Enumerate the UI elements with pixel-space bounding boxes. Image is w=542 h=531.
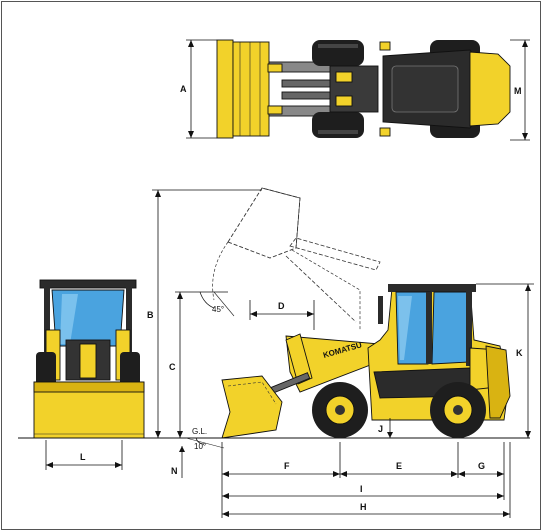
tilt-angle-label: 10° bbox=[194, 442, 206, 451]
top-bucket bbox=[216, 39, 234, 139]
label-m: M bbox=[514, 86, 522, 96]
cab-glass-side bbox=[431, 291, 471, 365]
cab-frame bbox=[388, 284, 476, 292]
top-front-right-wheel bbox=[312, 112, 364, 138]
label-l: L bbox=[80, 452, 86, 462]
label-k: K bbox=[516, 348, 523, 358]
label-e: E bbox=[396, 461, 402, 471]
side-view: KOMATSU bbox=[212, 187, 511, 439]
label-d: D bbox=[278, 301, 285, 311]
top-rear-hood bbox=[469, 51, 511, 127]
label-a: A bbox=[180, 84, 187, 94]
top-view bbox=[216, 39, 511, 139]
dump-angle-label: 45° bbox=[212, 305, 224, 314]
label-h: H bbox=[360, 502, 367, 512]
label-f: F bbox=[284, 461, 290, 471]
top-front-left-wheel bbox=[312, 40, 364, 66]
label-j: J bbox=[378, 424, 383, 434]
label-b: B bbox=[147, 310, 154, 320]
label-g: G bbox=[478, 461, 485, 471]
front-view bbox=[33, 279, 145, 439]
label-n: N bbox=[171, 466, 178, 476]
side-bucket bbox=[221, 375, 283, 439]
label-i: I bbox=[360, 484, 363, 494]
ground-line-label: G.L. bbox=[192, 427, 207, 436]
label-c: C bbox=[169, 362, 176, 372]
